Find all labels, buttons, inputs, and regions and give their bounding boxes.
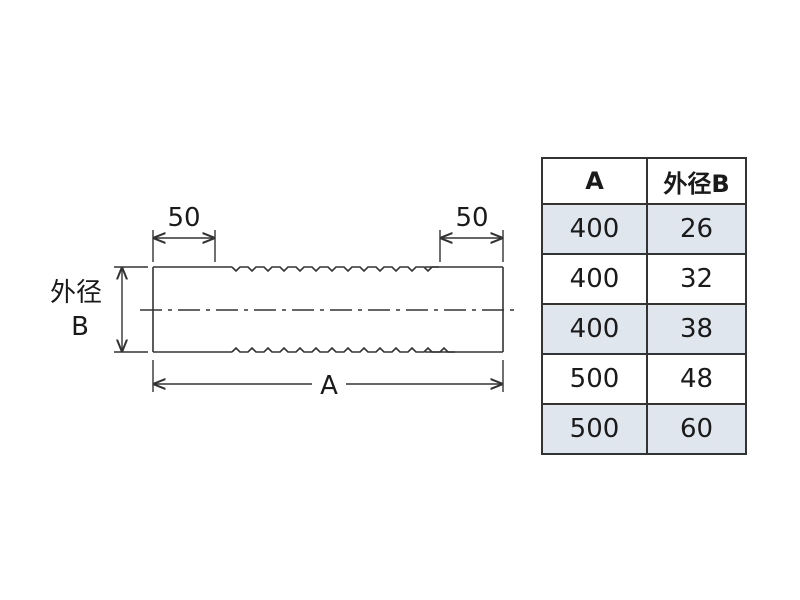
cell-a: 400 <box>541 303 648 355</box>
cell-a: 500 <box>541 353 648 405</box>
outer-diameter-label-line2: B <box>71 312 89 342</box>
cell-b: 32 <box>646 253 747 305</box>
length-dimension <box>152 360 504 392</box>
corrugated-bottom <box>231 346 455 353</box>
table-header-row: A 外径B <box>541 157 747 205</box>
corrugated-top <box>231 266 439 273</box>
cell-a: 400 <box>541 253 648 305</box>
outer-diameter-dimension <box>114 266 148 353</box>
length-label: A <box>320 371 338 401</box>
cell-b: 26 <box>646 203 747 255</box>
right-end-dimension <box>439 230 504 262</box>
left-end-dimension <box>152 230 216 262</box>
left-dim-label: 50 <box>167 203 200 233</box>
cell-b: 38 <box>646 303 747 355</box>
cell-b: 48 <box>646 353 747 405</box>
table-row: 400 38 <box>541 303 747 355</box>
pipe-body <box>152 266 504 353</box>
table-row: 500 60 <box>541 403 747 455</box>
size-spec-table: A 外径B 400 26 400 32 400 38 500 48 500 60 <box>541 157 747 455</box>
cell-b: 60 <box>646 403 747 455</box>
header-outer-diameter-b: 外径B <box>646 157 747 205</box>
cell-a: 400 <box>541 203 648 255</box>
table-row: 400 26 <box>541 203 747 255</box>
right-dim-label: 50 <box>455 203 488 233</box>
header-a: A <box>541 157 648 205</box>
table-row: 500 48 <box>541 353 747 405</box>
outer-diameter-label-line1: 外径 <box>50 278 102 308</box>
cell-a: 500 <box>541 403 648 455</box>
table-row: 400 32 <box>541 253 747 305</box>
pipe-dimension-drawing: 50 50 外径 B A <box>50 203 516 401</box>
